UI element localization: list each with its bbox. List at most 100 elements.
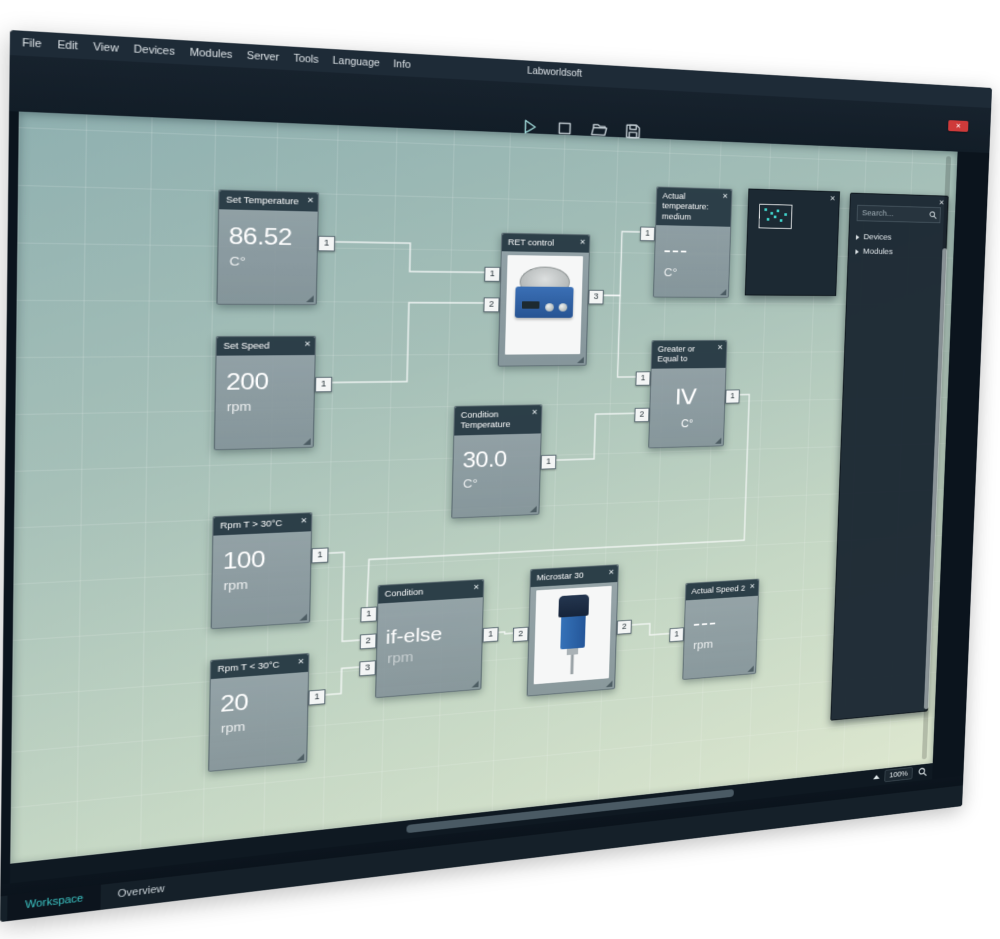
menu-item-info[interactable]: Info (393, 58, 411, 71)
port-1-left[interactable]: 1 (669, 627, 685, 643)
node-close-button[interactable]: ✕ (749, 582, 755, 591)
port-1-right[interactable]: 1 (317, 235, 336, 252)
node-title: Microstar 30 (536, 570, 584, 583)
resize-handle-icon[interactable] (296, 753, 305, 761)
port-3-left[interactable]: 3 (359, 660, 376, 677)
node-value: --- (663, 237, 689, 263)
port-3-right[interactable]: 3 (588, 289, 604, 305)
port-2-left[interactable]: 2 (512, 626, 529, 643)
menu-item-edit[interactable]: Edit (57, 39, 78, 53)
search-icon (928, 209, 937, 224)
node-actual-temperature[interactable]: Actual temperature: medium✕---C°1 (639, 186, 733, 298)
minimap-viewport[interactable] (758, 203, 793, 230)
port-1-left[interactable]: 1 (484, 266, 501, 282)
port-1-right[interactable]: 1 (540, 454, 557, 470)
node-close-button[interactable]: ✕ (579, 237, 586, 247)
port-1-left[interactable]: 1 (635, 371, 651, 386)
device-head (558, 594, 590, 618)
save-button[interactable] (622, 122, 643, 143)
node-unit: rpm (226, 399, 252, 415)
node-header: Set Speed✕ (216, 336, 316, 356)
node-close-button[interactable]: ✕ (722, 192, 728, 201)
open-button[interactable] (588, 120, 609, 141)
node-microstar[interactable]: Microstar 30 ✕ 2 2 (512, 564, 632, 697)
resize-handle-icon[interactable] (306, 295, 314, 303)
port-2-left[interactable]: 2 (359, 633, 377, 650)
menu-item-modules[interactable]: Modules (189, 47, 233, 61)
resize-handle-icon[interactable] (471, 680, 479, 688)
zoom-level-badge[interactable]: 100% (884, 766, 913, 783)
zoom-magnifier-icon[interactable] (917, 766, 928, 778)
resize-handle-icon[interactable] (715, 437, 722, 444)
menu-item-devices[interactable]: Devices (133, 43, 175, 58)
node-value: 20 (220, 689, 249, 718)
node-title: Set Temperature (225, 194, 299, 207)
resize-handle-icon[interactable] (605, 680, 613, 688)
node-title: Rpm T < 30°C (217, 659, 280, 674)
expand-triangle-icon (855, 234, 860, 240)
resize-handle-icon[interactable] (719, 289, 727, 296)
node-header: Greater or Equal to✕ (651, 340, 727, 369)
operator-unit: C° (680, 416, 694, 430)
minimap[interactable]: ✕ (744, 188, 841, 296)
tree-item-devices[interactable]: Devices (855, 230, 940, 246)
menu-item-language[interactable]: Language (332, 55, 380, 69)
node-value: 30.0 (462, 446, 508, 473)
window-close-button[interactable]: ✕ (948, 120, 969, 132)
zoom-caret-icon[interactable] (873, 774, 880, 780)
resize-handle-icon[interactable] (303, 438, 311, 446)
node-body (528, 582, 618, 695)
port-1-right[interactable]: 1 (308, 689, 326, 706)
node-unit: C° (663, 265, 678, 279)
resize-handle-icon[interactable] (299, 613, 308, 621)
menu-item-tools[interactable]: Tools (293, 53, 319, 66)
port-2-right[interactable]: 2 (616, 619, 632, 635)
port-2-left[interactable]: 2 (634, 407, 650, 423)
node-close-button[interactable]: ✕ (297, 657, 305, 667)
resize-handle-icon[interactable] (747, 665, 754, 673)
menu-item-file[interactable]: File (22, 37, 42, 50)
menu-item-view[interactable]: View (93, 41, 119, 55)
port-1-right[interactable]: 1 (314, 376, 333, 393)
stop-button[interactable] (554, 119, 576, 140)
port-1-right[interactable]: 1 (482, 626, 499, 643)
expand-triangle-icon (855, 248, 859, 255)
resize-handle-icon[interactable] (529, 505, 537, 513)
port-2-left[interactable]: 2 (483, 297, 500, 313)
run-button[interactable] (519, 117, 541, 138)
node-header: Condition Temperature✕ (454, 405, 542, 436)
node-close-button[interactable]: ✕ (472, 582, 480, 592)
node-close-button[interactable]: ✕ (303, 339, 311, 349)
node-close-button[interactable]: ✕ (300, 516, 308, 526)
resize-handle-icon[interactable] (577, 356, 584, 364)
device-screen (521, 301, 540, 309)
node-close-button[interactable]: ✕ (608, 568, 615, 577)
node-body: ≥C° (649, 367, 725, 447)
node-close-button[interactable]: ✕ (716, 343, 723, 352)
port-1-right[interactable]: 1 (311, 547, 329, 564)
port-1-left[interactable]: 1 (360, 606, 378, 623)
port-1-left[interactable]: 1 (639, 226, 656, 242)
menu-item-server[interactable]: Server (246, 50, 280, 64)
node-greater-equal[interactable]: Greater or Equal to✕≥C°1 2 1 (634, 339, 740, 449)
minimap-close-button[interactable]: ✕ (829, 194, 836, 203)
tree-item-modules[interactable]: Modules (855, 244, 939, 260)
node-close-button[interactable]: ✕ (531, 408, 538, 417)
node-value: 100 (222, 546, 266, 575)
node-close-button[interactable]: ✕ (306, 195, 314, 205)
port-1-right[interactable]: 1 (725, 389, 740, 404)
